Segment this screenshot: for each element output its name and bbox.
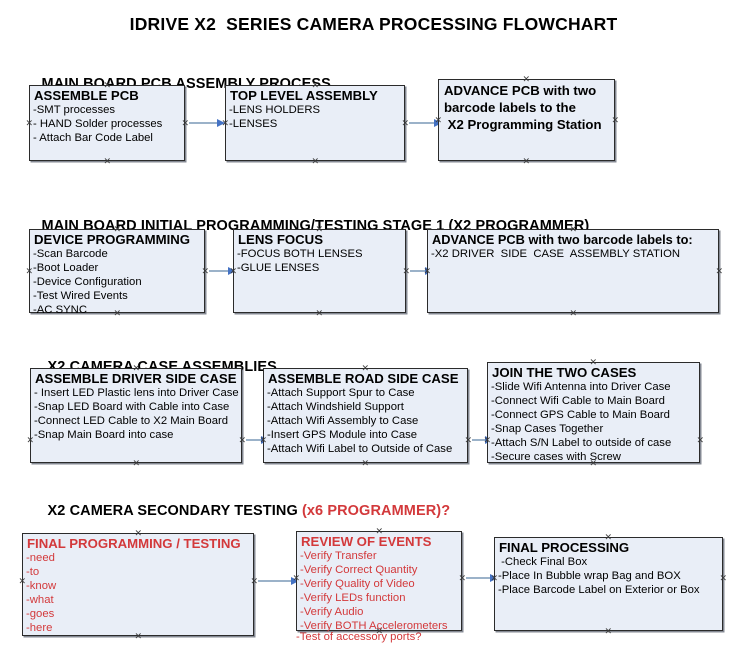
- node-title: TOP LEVEL ASSEMBLY: [230, 88, 378, 103]
- connector-review-of-events-to-final-processing: [466, 574, 498, 582]
- node-line: -Verify LEDs function: [300, 592, 406, 604]
- connector-driver-side-to-road-side: [246, 436, 269, 444]
- node-title: FINAL PROGRAMMING / TESTING: [27, 536, 241, 551]
- node-line: -Attach Windshield Support: [267, 401, 404, 413]
- node-line: -Verify BOTH Accelerometers: [300, 620, 448, 632]
- node-line: -SMT processes: [33, 104, 116, 116]
- node-advance-pcb-to-x2-programming-station[interactable]: ADVANCE PCB with two barcode labels to t…: [438, 79, 615, 161]
- node-line: -FOCUS BOTH LENSES: [237, 248, 363, 260]
- node-title: LENS FOCUS: [238, 232, 323, 247]
- node-final-processing[interactable]: FINAL PROCESSING -Check Final Box -Place…: [494, 537, 723, 631]
- node-line: -Place Barcode Label on Exterior or Box: [498, 584, 700, 596]
- section-heading-accent: (x6 PROGRAMMER)?: [301, 503, 451, 519]
- connector-road-side-to-join-cases: [472, 436, 493, 444]
- node-review-of-events-overflow-line: -Test of accessory ports?: [296, 631, 422, 643]
- connector-device-programming-to-lens-focus: [209, 267, 236, 275]
- node-join-the-two-cases[interactable]: JOIN THE TWO CASES -Slide Wifi Antenna i…: [487, 362, 700, 463]
- node-device-programming[interactable]: DEVICE PROGRAMMING -Scan Barcode -Boot L…: [29, 229, 205, 316]
- node-line: -Test Wired Events: [33, 290, 128, 302]
- node-line: -Verify Correct Quantity: [300, 564, 418, 576]
- section-heading-x2-camera-secondary-testing: X2 CAMERA SECONDARY TESTING (x6 PROGRAMM…: [31, 487, 451, 535]
- node-line: -Connect GPS Cable to Main Board: [491, 409, 670, 421]
- node-line: -LENSES: [229, 118, 278, 130]
- node-line: -Check Final Box: [498, 556, 588, 568]
- node-line: -know: [26, 580, 57, 592]
- node-assemble-pcb[interactable]: ASSEMBLE PCB -SMT processes - HAND Solde…: [29, 85, 185, 161]
- node-line: -AC SYNC: [33, 304, 87, 316]
- node-line: -Verify Quality of Video: [300, 578, 415, 590]
- connector-top-level-assembly-to-advance-pcb: [409, 119, 442, 127]
- node-line: -goes: [26, 608, 55, 620]
- node-top-level-assembly[interactable]: TOP LEVEL ASSEMBLY -LENS HOLDERS -LENSES: [225, 85, 405, 161]
- node-line: -Verify Audio: [300, 606, 364, 618]
- node-line: -LENS HOLDERS: [229, 104, 321, 116]
- node-line: -what: [26, 594, 54, 606]
- node-line: -to: [26, 566, 40, 578]
- node-line: -need: [26, 552, 55, 564]
- node-title: ADVANCE PCB with two barcode labels to:: [432, 232, 693, 247]
- node-title: FINAL PROCESSING: [499, 540, 630, 555]
- node-assemble-driver-side-case[interactable]: ASSEMBLE DRIVER SIDE CASE - Insert LED P…: [30, 368, 242, 463]
- connector-final-programming-to-review-of-events: [258, 577, 299, 585]
- node-title: JOIN THE TWO CASES: [492, 365, 637, 380]
- node-line: -Scan Barcode: [33, 248, 108, 260]
- node-line: -Insert GPS Module into Case: [267, 429, 418, 441]
- node-line: -Boot Loader: [33, 262, 99, 274]
- node-line: -Connect LED Cable to X2 Main Board: [34, 415, 229, 427]
- node-line: -X2 DRIVER SIDE CASE ASSEMBLY STATION: [431, 248, 681, 260]
- node-title: ASSEMBLE PCB: [34, 88, 139, 103]
- node-line: - Attach Bar Code Label: [33, 132, 153, 144]
- node-line: -Slide Wifi Antenna into Driver Case: [491, 381, 671, 393]
- node-line: -Attach S/N Label to outside of case: [491, 437, 672, 449]
- node-title: DEVICE PROGRAMMING: [34, 232, 191, 247]
- node-line: -Place In Bubble wrap Bag and BOX: [498, 570, 681, 582]
- node-line: -Snap Main Board into case: [34, 429, 174, 441]
- node-line: -Connect Wifi Cable to Main Board: [491, 395, 665, 407]
- page-title: IDRIVE X2 SERIES CAMERA PROCESSING FLOWC…: [129, 14, 618, 34]
- section-heading-text: X2 CAMERA SECONDARY TESTING: [47, 503, 302, 519]
- node-line: -Secure cases with Screw: [491, 451, 621, 463]
- node-line: -Snap LED Board with Cable into Case: [34, 401, 230, 413]
- node-final-programming-testing[interactable]: FINAL PROGRAMMING / TESTING -need -to -k…: [22, 533, 254, 636]
- node-title: REVIEW OF EVENTS: [301, 534, 432, 549]
- connector-assemble-pcb-to-top-level-assembly: [189, 119, 225, 127]
- node-line: - HAND Solder processes: [33, 118, 163, 130]
- node-review-of-events[interactable]: REVIEW OF EVENTS -Verify Transfer -Verif…: [296, 531, 462, 632]
- node-lens-focus[interactable]: LENS FOCUS -FOCUS BOTH LENSES -GLUE LENS…: [233, 229, 406, 313]
- node-line: - Insert LED Plastic lens into Driver Ca…: [34, 387, 239, 399]
- node-line: -Snap Cases Together: [491, 423, 604, 435]
- node-line: -Attach Support Spur to Case: [267, 387, 415, 399]
- node-title: ADVANCE PCB with two barcode labels to t…: [444, 83, 602, 132]
- node-advance-pcb-to-driver-side-case-station[interactable]: ADVANCE PCB with two barcode labels to: …: [427, 229, 719, 313]
- node-line: -Verify Transfer: [300, 550, 377, 562]
- node-line: -Device Configuration: [33, 276, 142, 288]
- node-title: ASSEMBLE ROAD SIDE CASE: [268, 371, 459, 386]
- node-line: -GLUE LENSES: [237, 262, 320, 274]
- node-line: -Attach Wifi Label to Outside of Case: [267, 443, 453, 455]
- node-assemble-road-side-case[interactable]: ASSEMBLE ROAD SIDE CASE -Attach Support …: [263, 368, 468, 463]
- node-line: -Attach Wifi Assembly to Case: [267, 415, 419, 427]
- connector-lens-focus-to-advance-pcb: [410, 267, 433, 275]
- node-title: ASSEMBLE DRIVER SIDE CASE: [35, 371, 237, 386]
- node-line: -here: [26, 622, 53, 634]
